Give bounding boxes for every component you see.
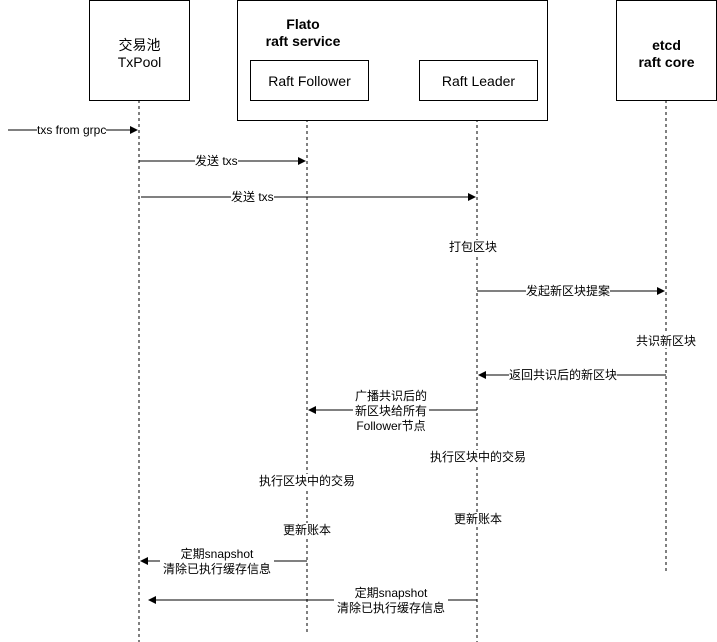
broadcast-line-2: 新区块给所有 xyxy=(354,404,427,418)
broadcast-line-1: 广播共识后的 xyxy=(354,389,427,403)
leader-snapshot-line-2: 清除已执行缓存信息 xyxy=(336,601,445,615)
label-pack-block: 打包区块 xyxy=(449,240,498,254)
label-leader-execute-txs: 执行区块中的交易 xyxy=(430,450,527,464)
follower-snapshot-line-1: 定期snapshot xyxy=(180,547,254,561)
label-broadcast-block: 广播共识后的 新区块给所有 Follower节点 xyxy=(353,389,429,434)
participant-raft-leader: Raft Leader xyxy=(419,60,538,101)
label-follower-update-ledger: 更新账本 xyxy=(283,523,332,537)
broadcast-line-3: Follower节点 xyxy=(356,419,426,433)
label-leader-snapshot: 定期snapshot 清除已执行缓存信息 xyxy=(334,586,448,616)
etcd-label: etcd xyxy=(652,37,681,53)
participant-etcd-raft-core: etcd raft core xyxy=(616,0,717,101)
leader-snapshot-line-1: 定期snapshot xyxy=(354,586,428,600)
participant-raft-follower: Raft Follower xyxy=(250,60,369,101)
label-consensus-block: 共识新区块 xyxy=(636,334,697,348)
follower-snapshot-line-2: 清除已执行缓存信息 xyxy=(162,562,271,576)
raft-leader-label: Raft Leader xyxy=(441,73,516,89)
raft-service-label: raft service xyxy=(265,33,341,49)
flato-label: Flato xyxy=(286,16,320,32)
raft-core-label: raft core xyxy=(638,54,695,70)
txpool-label-zh: 交易池 xyxy=(118,37,161,53)
label-leader-update-ledger: 更新账本 xyxy=(454,512,503,526)
label-send-txs-follower: 发送 txs xyxy=(195,154,238,168)
participant-txpool: 交易池 TxPool xyxy=(89,0,190,101)
raft-follower-label: Raft Follower xyxy=(268,73,351,89)
label-follower-snapshot: 定期snapshot 清除已执行缓存信息 xyxy=(160,547,274,577)
txpool-label-en: TxPool xyxy=(117,54,162,70)
label-follower-execute-txs: 执行区块中的交易 xyxy=(259,474,356,488)
label-return-block: 返回共识后的新区块 xyxy=(509,368,618,382)
label-send-txs-leader: 发送 txs xyxy=(231,190,274,204)
label-txs-from-grpc: txs from grpc xyxy=(37,123,107,137)
label-propose-block: 发起新区块提案 xyxy=(526,284,611,298)
